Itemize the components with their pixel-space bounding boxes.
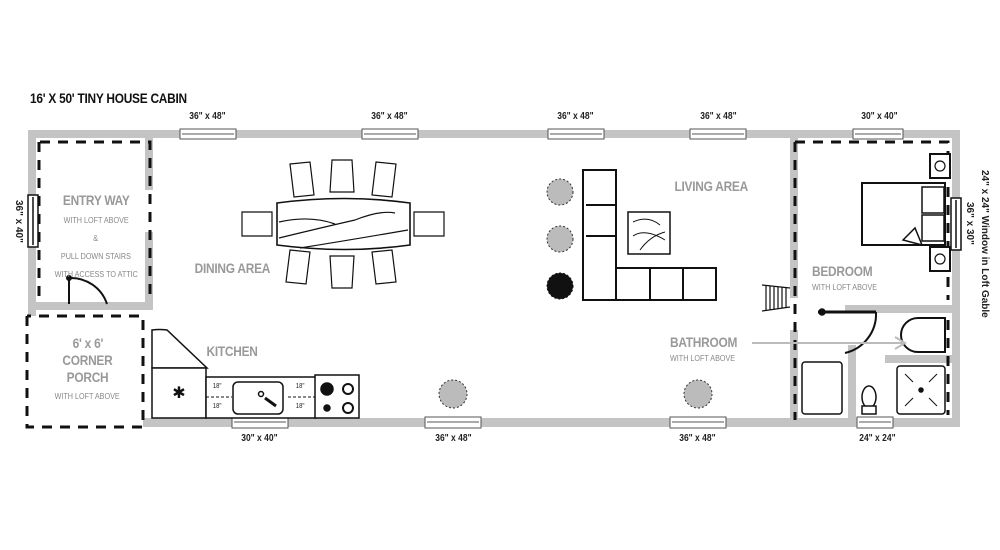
gable-window-label: 24" x 24" Window in Loft Gable xyxy=(979,170,990,318)
window-label-top: 36" x 48" xyxy=(700,111,737,122)
windows-top xyxy=(179,128,904,140)
cabinet-label: 18" xyxy=(295,383,305,390)
entry-door xyxy=(66,275,108,305)
window-label-bottom: 36" x 48" xyxy=(435,433,472,444)
dining-chairs xyxy=(241,159,445,289)
kitchen-counter: ✱ xyxy=(151,328,360,419)
room-dining-area: DINING AREA xyxy=(194,260,271,276)
windows-side xyxy=(27,194,962,251)
room-kitchen: KITCHEN xyxy=(206,343,258,359)
cabinet-label: 18" xyxy=(212,403,222,410)
bed xyxy=(861,182,946,247)
room-corner-porch: 6' x 6' CORNER PORCH WITH LOFT ABOVE xyxy=(54,335,121,401)
window-label-bottom: 30" x 40" xyxy=(241,433,278,444)
loft-stairs xyxy=(761,284,791,312)
cabinet-label: 18" xyxy=(212,383,222,390)
bathroom-arrow xyxy=(752,336,907,350)
plants xyxy=(438,178,713,409)
windows-bottom xyxy=(231,416,894,429)
room-entry-way: ENTRY WAY WITH LOFT ABOVE & PULL DOWN ST… xyxy=(54,192,138,279)
cabinet-label: 18" xyxy=(295,403,305,410)
room-living-area: LIVING AREA xyxy=(674,178,748,194)
bathroom-fixtures xyxy=(801,308,946,415)
svg-text:✱: ✱ xyxy=(172,385,185,402)
window-label-bottom: 36" x 48" xyxy=(679,433,716,444)
window-label-left: 36" x 40" xyxy=(13,200,24,243)
dining-table xyxy=(241,159,445,289)
window-label-top: 36" x 48" xyxy=(189,111,226,122)
room-bedroom: BEDROOM WITH LOFT ABOVE xyxy=(812,263,878,292)
room-bathroom: BATHROOM WITH LOFT ABOVE xyxy=(670,334,738,363)
sectional-sofa xyxy=(582,169,717,301)
window-label-top: 36" x 48" xyxy=(371,111,408,122)
window-label-top: 36" x 48" xyxy=(557,111,594,122)
nightstands xyxy=(929,153,951,272)
window-label-bottom: 24" x 24" xyxy=(859,433,896,444)
window-label-top: 30" x 40" xyxy=(861,111,898,122)
window-label-right: 36" x 30" xyxy=(964,202,975,245)
plan-title: 16' X 50' TINY HOUSE CABIN xyxy=(30,90,187,106)
